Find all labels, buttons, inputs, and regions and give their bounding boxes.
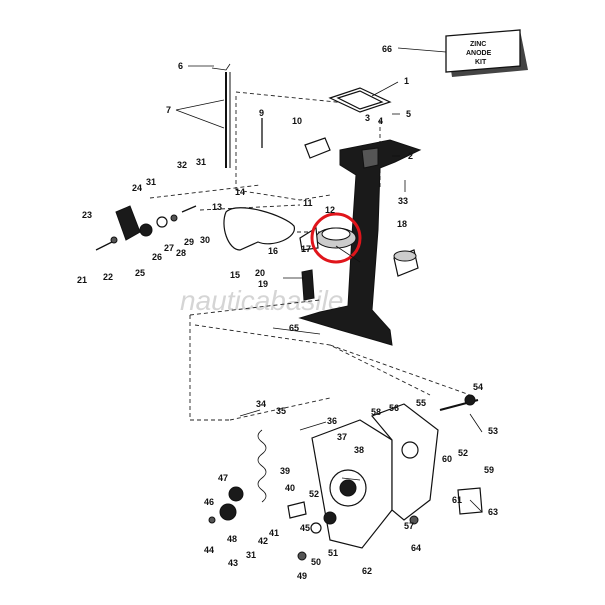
callout-16: 16 (268, 246, 278, 256)
callout-44: 44 (204, 545, 214, 555)
callout-29: 29 (184, 237, 194, 247)
callout-62: 62 (362, 566, 372, 576)
callout-20: 20 (255, 268, 265, 278)
callout-43: 43 (228, 558, 238, 568)
callout-31c: 31 (246, 550, 256, 560)
callout-50: 50 (311, 557, 321, 567)
mount-20 (301, 269, 315, 301)
callout-21: 21 (77, 275, 87, 285)
callout-51: 51 (328, 548, 338, 558)
callout-26: 26 (152, 252, 162, 262)
callout-18: 18 (397, 219, 407, 229)
callout-27: 27 (164, 243, 174, 253)
kit-label-line1: ZINC (470, 41, 486, 48)
nut-54 (464, 394, 476, 406)
callout-7: 7 (166, 105, 171, 115)
callout-61: 61 (452, 495, 462, 505)
swivel-bracket (311, 403, 439, 549)
callout-57: 57 (404, 521, 414, 531)
bolts-21-22 (95, 236, 118, 251)
plate-40 (287, 501, 307, 519)
callout-53: 53 (488, 426, 498, 436)
callout-15: 15 (230, 270, 240, 280)
callout-17: 17 (301, 244, 311, 254)
callout-55: 55 (416, 398, 426, 408)
small-hardware (297, 511, 419, 561)
handle-15 (223, 207, 295, 251)
callout-56: 56 (389, 403, 399, 413)
callout-9: 9 (259, 108, 264, 118)
callout-48: 48 (227, 534, 237, 544)
callout-31b: 31 (146, 177, 156, 187)
callout-54: 54 (473, 382, 483, 392)
cap-18 (393, 249, 419, 277)
callout-65: 65 (289, 323, 299, 333)
spring-39 (257, 429, 267, 503)
knob-47-48 (208, 486, 244, 524)
callout-23: 23 (82, 210, 92, 220)
callout-66: 66 (382, 44, 392, 54)
callout-5: 5 (406, 109, 411, 119)
callout-47: 47 (218, 473, 228, 483)
callout-52b: 52 (309, 489, 319, 499)
kit-label-line3: KIT (475, 59, 487, 66)
callout-4: 4 (378, 116, 383, 126)
callout-labels: 66 1 6 7 9 10 3 4 5 2 33 31 32 24 31 14 … (77, 44, 498, 581)
callout-28: 28 (176, 248, 186, 258)
leader-lines (175, 47, 483, 513)
callout-34: 34 (256, 399, 266, 409)
lever-assembly (115, 205, 197, 241)
callout-19: 19 (258, 279, 268, 289)
rod-assembly (211, 63, 231, 168)
callout-31a: 31 (196, 157, 206, 167)
kit-label-line2: ANODE (466, 50, 492, 57)
callout-30: 30 (200, 235, 210, 245)
callout-42: 42 (258, 536, 268, 546)
callout-45: 45 (300, 523, 310, 533)
callout-38: 38 (354, 445, 364, 455)
callout-52a: 52 (458, 448, 468, 458)
bracket-10 (304, 137, 331, 159)
callout-25: 25 (135, 268, 145, 278)
callout-60: 60 (442, 454, 452, 464)
callout-63: 63 (488, 507, 498, 517)
callout-40: 40 (285, 483, 295, 493)
callout-12: 12 (325, 205, 335, 215)
callout-1: 1 (404, 76, 409, 86)
top-gasket (328, 87, 392, 113)
highlight-circle (310, 212, 362, 264)
callout-24: 24 (132, 183, 142, 193)
callout-39: 39 (280, 466, 290, 476)
callout-46: 46 (204, 497, 214, 507)
callout-13: 13 (212, 202, 222, 212)
callout-14: 14 (235, 187, 245, 197)
callout-64: 64 (411, 543, 421, 553)
callout-59: 59 (484, 465, 494, 475)
zinc-anode-kit-box: ZINC ANODE KIT (445, 29, 528, 77)
callout-41: 41 (269, 528, 279, 538)
assembly-dash-lines (149, 91, 471, 421)
callout-10: 10 (292, 116, 302, 126)
callout-58: 58 (371, 407, 381, 417)
callout-2: 2 (408, 151, 413, 161)
callout-36: 36 (327, 416, 337, 426)
callout-22: 22 (103, 272, 113, 282)
callout-35: 35 (276, 406, 286, 416)
callout-37: 37 (337, 432, 347, 442)
callout-33: 33 (398, 196, 408, 206)
callout-6: 6 (178, 61, 183, 71)
callout-11: 11 (303, 198, 313, 208)
callout-3: 3 (365, 113, 370, 123)
callout-32: 32 (177, 160, 187, 170)
callout-49: 49 (297, 571, 307, 581)
